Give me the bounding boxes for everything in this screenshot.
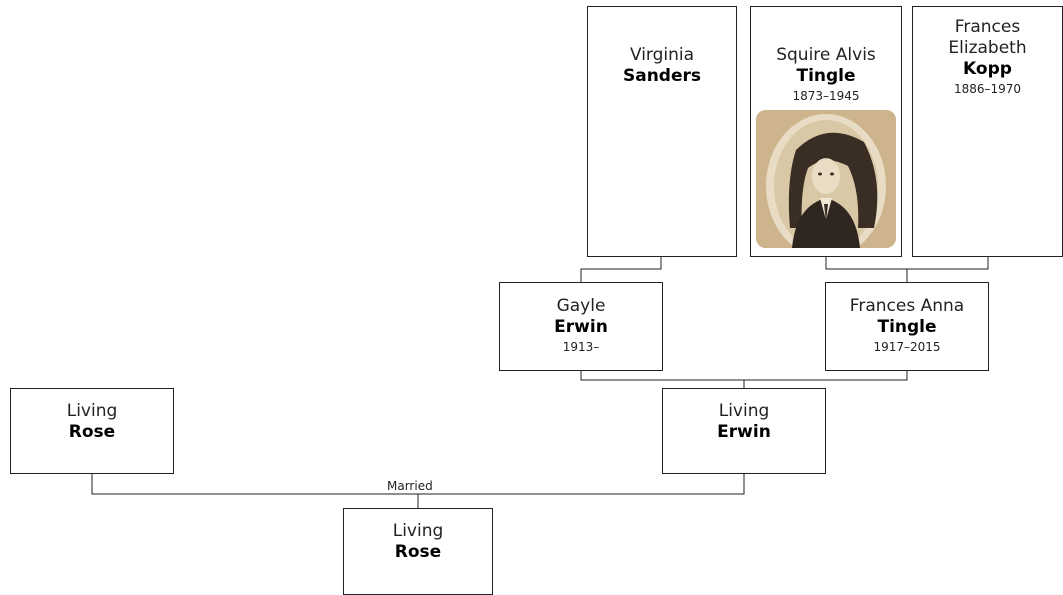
surname: Tingle (796, 66, 856, 86)
life-dates: 1873–1945 (792, 89, 860, 103)
person-card-living-erwin[interactable]: Living Erwin (662, 388, 826, 474)
given-name: Living (392, 521, 444, 541)
connector-erwin-tingle-couple (580, 371, 908, 381)
given-name: Virginia (629, 45, 695, 65)
person-card-squire-alvis-tingle[interactable]: Squire Alvis Tingle 1873–1945 (750, 6, 902, 257)
person-card-virginia-sanders[interactable]: Virginia Sanders (587, 6, 737, 257)
connector-virginia-to-gayle (580, 257, 662, 282)
person-card-gayle-erwin[interactable]: Gayle Erwin 1913– (499, 282, 663, 371)
given-name: Living (718, 401, 770, 421)
surname: Tingle (877, 317, 937, 337)
life-dates: 1886–1970 (953, 82, 1022, 96)
surname: Kopp (963, 59, 1012, 79)
person-card-living-rose-spouse[interactable]: Living Rose (10, 388, 174, 474)
surname: Sanders (622, 66, 702, 86)
life-dates: 1913– (562, 340, 600, 354)
given-name: Frances Elizabeth (948, 17, 1027, 58)
given-name: Living (66, 401, 118, 421)
given-name: Frances Anna (849, 296, 965, 316)
portrait-photo[interactable] (756, 110, 896, 248)
life-dates: 1917–2015 (873, 340, 941, 354)
portrait-image (756, 110, 896, 248)
given-name: Squire Alvis (776, 45, 876, 65)
surname: Erwin (554, 317, 608, 337)
connector-tingle-kopp-couple (825, 257, 989, 270)
given-name: Gayle (556, 296, 606, 316)
surname: Rose (68, 422, 116, 442)
person-card-living-rose-child[interactable]: Living Rose (343, 508, 493, 595)
person-card-frances-anna-tingle[interactable]: Frances Anna Tingle 1917–2015 (825, 282, 989, 371)
married-label: Married (387, 479, 433, 493)
person-card-frances-elizabeth-kopp[interactable]: Frances Elizabeth Kopp 1886–1970 (912, 6, 1063, 257)
surname: Erwin (717, 422, 771, 442)
surname: Rose (394, 542, 442, 562)
